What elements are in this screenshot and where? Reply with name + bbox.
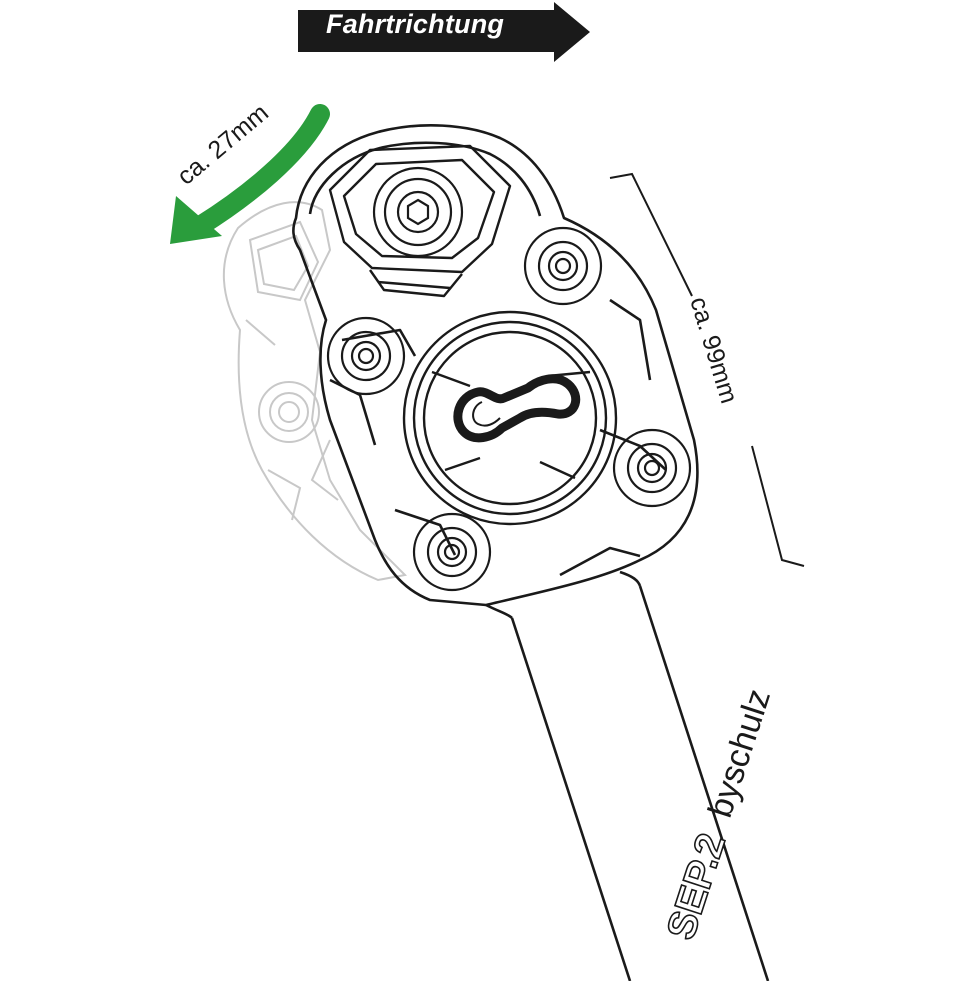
key-slot	[453, 374, 581, 443]
rotation-arrow-icon	[170, 104, 330, 244]
direction-banner: Fahrtrichtung	[298, 2, 590, 64]
hex-head	[328, 144, 512, 298]
length-dimension-line	[609, 172, 805, 567]
direction-label: Fahrtrichtung	[326, 9, 505, 39]
ghost-outline	[222, 201, 408, 582]
screw-bottom	[412, 512, 492, 592]
screw-right	[612, 428, 692, 508]
center-disc	[402, 310, 618, 526]
direction-arrow-shape	[298, 2, 590, 62]
brand-maker: byschulz	[701, 685, 778, 823]
hex-bolt	[372, 166, 464, 258]
screw-left	[326, 316, 406, 396]
length-label: ca. 99mm	[684, 294, 743, 407]
main-body	[292, 124, 699, 607]
lever-handle	[485, 570, 770, 981]
brand-model: SEP.2	[659, 828, 734, 945]
screw-top-right	[523, 226, 603, 306]
